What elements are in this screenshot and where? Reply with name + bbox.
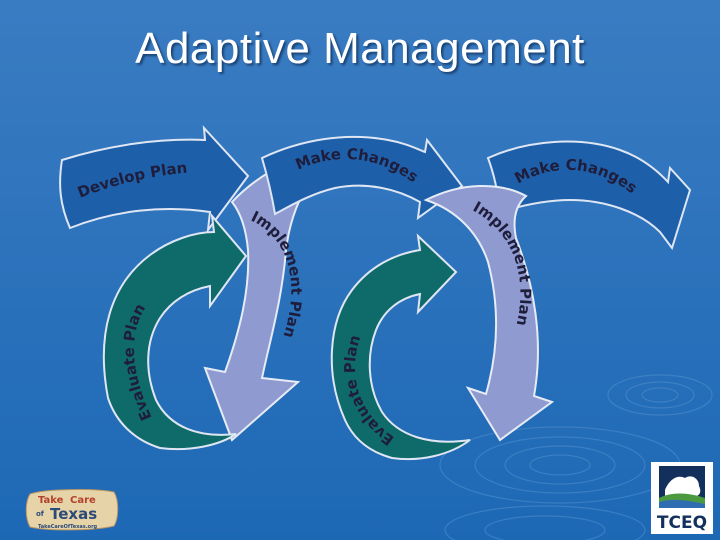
take-care-of-texas-logo: Take Care of Texas TakeCareOfTexas.org — [25, 489, 119, 531]
svg-text:Texas: Texas — [50, 505, 97, 523]
svg-text:Take: Take — [38, 495, 64, 506]
tceq-logo: TCEQ — [651, 462, 713, 534]
make-changes-arrow-1 — [260, 135, 464, 221]
evaluate-plan-arrow-2 — [330, 233, 471, 461]
slide-title: Adaptive Management — [135, 24, 585, 73]
evaluate-plan-arrow-1 — [102, 212, 248, 451]
svg-text:Care: Care — [70, 495, 96, 506]
water-ripples — [439, 374, 713, 540]
svg-text:of: of — [36, 510, 45, 518]
develop-plan-arrow — [59, 125, 250, 234]
tceq-text: TCEQ — [657, 513, 707, 533]
implement-plan-arrow-2 — [423, 184, 555, 442]
svg-text:TakeCareOfTexas.org: TakeCareOfTexas.org — [38, 524, 98, 530]
